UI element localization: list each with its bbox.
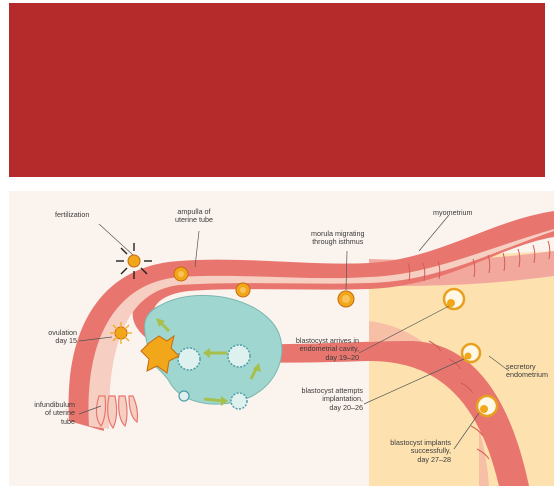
red-banner <box>9 3 545 177</box>
label-ovulation: ovulation day 15 <box>13 329 77 346</box>
fimbriae <box>96 396 137 428</box>
label-blastocyst-arrives: blastocyst arrives in endometrial cavity… <box>271 337 359 362</box>
label-fertilization: fertilization <box>55 211 89 219</box>
label-blastocyst-attempts: blastocyst attempts implantation, day 20… <box>277 387 363 412</box>
label-infundibulum: infundibulum of uterine tube <box>13 401 75 426</box>
label-ampulla: ampulla of uterine tube <box>175 208 213 225</box>
label-blastocyst-implants: blastocyst implants successfully, day 27… <box>361 439 451 464</box>
egg-cell-icon <box>110 322 132 344</box>
label-secretory: secretory endometrium <box>506 363 548 380</box>
sperm-icon <box>116 243 152 279</box>
label-morula: morula migrating through isthmus <box>311 230 365 247</box>
uterine-tube-diagram: fertilization ampulla of uterine tube mo… <box>9 191 554 486</box>
label-myometrium: myometrium <box>433 209 473 217</box>
